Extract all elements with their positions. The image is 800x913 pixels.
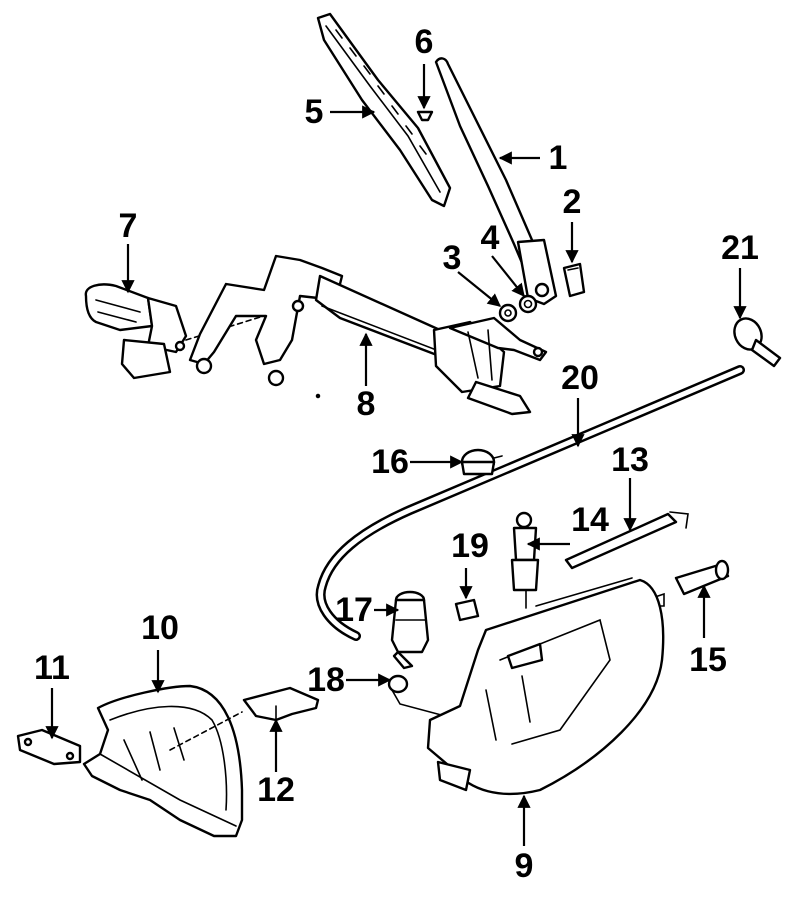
callout-labels: 1 2 3 4 5 6 7 8 9 10 11 12 13 14 15 16 1… — [34, 23, 759, 885]
splash-shield-part — [82, 684, 244, 838]
stray-mark — [315, 393, 321, 399]
callout-6: 6 — [415, 23, 434, 61]
wiper-blade-part — [316, 12, 452, 208]
bushing-part — [518, 294, 538, 314]
callout-3: 3 — [443, 239, 462, 277]
callout-15: 15 — [689, 641, 727, 679]
support-bracket-part — [242, 686, 320, 722]
washer-reservoir-part — [426, 577, 665, 796]
callout-21: 21 — [721, 229, 759, 267]
callout-19: 19 — [451, 527, 489, 565]
washer-nozzle-part — [733, 317, 782, 368]
callout-14: 14 — [571, 501, 609, 539]
callout-20: 20 — [561, 359, 599, 397]
callout-2: 2 — [563, 183, 582, 221]
leader-3 — [457, 271, 502, 307]
leader-lines — [45, 64, 747, 846]
callout-9: 9 — [515, 847, 534, 885]
grommet-part — [454, 598, 480, 622]
nut-part — [498, 303, 518, 323]
arm-cap-part — [562, 262, 586, 298]
callout-7: 7 — [119, 207, 138, 245]
blade-clip-part — [416, 110, 434, 122]
reservoir-cap-part — [460, 448, 503, 476]
leader-4 — [491, 255, 525, 298]
callout-8: 8 — [357, 385, 376, 423]
callout-13: 13 — [611, 441, 649, 479]
washer-pump-part — [510, 511, 540, 609]
hose-connector-part — [651, 559, 730, 607]
callout-11: 11 — [34, 649, 70, 687]
callout-4: 4 — [481, 219, 500, 257]
callout-5: 5 — [305, 93, 324, 131]
washer-motor-part — [390, 590, 430, 670]
callout-16: 16 — [371, 443, 409, 481]
wiper-arm-part — [434, 57, 558, 306]
callout-12: 12 — [257, 771, 295, 809]
wiper-linkage-part — [188, 254, 548, 416]
callout-10: 10 — [141, 609, 179, 647]
callout-1: 1 — [549, 139, 568, 177]
washer-hose-part — [315, 365, 745, 641]
callout-18: 18 — [307, 661, 345, 699]
callout-17: 17 — [335, 591, 373, 629]
mounting-bracket-part — [16, 728, 82, 766]
